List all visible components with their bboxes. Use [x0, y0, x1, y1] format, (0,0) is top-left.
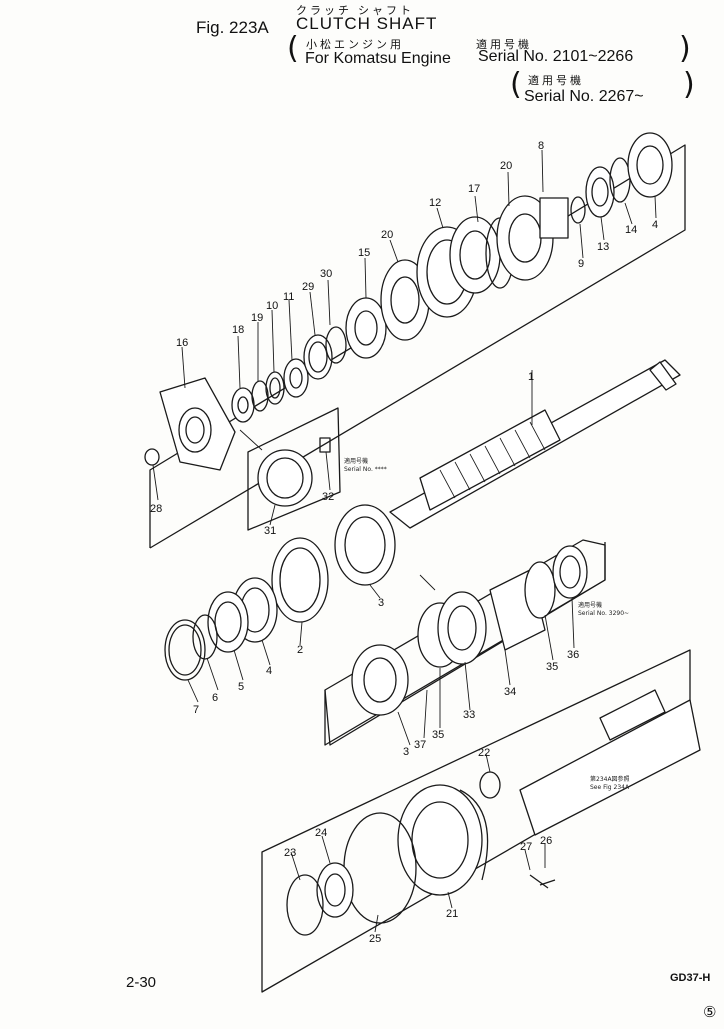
callout-label: 13: [597, 241, 609, 253]
page-number: 2-30: [126, 974, 157, 991]
callout-label: 20: [500, 160, 512, 172]
open-paren-icon: (: [510, 67, 522, 102]
callout-label: 3: [378, 597, 384, 609]
note-english: See Fig 234A: [590, 784, 630, 791]
model-code: GD37-H: [670, 972, 711, 984]
note-english: Serial No. ****: [344, 466, 387, 473]
serial-range-1: Serial No. 2101~2266: [478, 48, 634, 65]
title-japanese: クラッチ シャフト: [296, 5, 415, 17]
callout-label: 11: [283, 291, 294, 303]
callout-label: 28: [150, 503, 162, 515]
note-serial-b: 適用号機 Serial No. 3290~: [578, 602, 629, 618]
callout-label: 4: [266, 665, 272, 677]
inset-frame-upper: [149, 144, 686, 549]
callout-label: 29: [302, 281, 314, 293]
close-paren-icon: ): [679, 31, 691, 66]
applicable-japanese-2: 適用号機: [528, 75, 584, 87]
callout-label: 7: [193, 704, 199, 716]
callout-label: 12: [429, 197, 441, 209]
lower-shaft: [519, 699, 701, 836]
callout-label: 1: [528, 371, 534, 383]
close-paren-icon: ): [683, 67, 695, 102]
callout-label: 26: [540, 835, 552, 847]
callout-label: 20: [381, 229, 393, 241]
callout-label: 5: [238, 681, 244, 693]
callout-label: 22: [478, 747, 490, 759]
edition-mark: ⑤: [703, 1003, 717, 1021]
callout-label: 14: [625, 224, 637, 236]
callout-label: 27: [520, 841, 532, 853]
callout-label: 24: [315, 827, 327, 839]
engine-japanese: 小松エンジン用: [306, 39, 404, 51]
callout-label: 37: [414, 739, 426, 751]
note-serial-a: 適用号機 Serial No. ****: [344, 458, 387, 474]
callout-label: 15: [358, 247, 370, 259]
callout-label: 31: [264, 525, 276, 537]
engine-label: For Komatsu Engine: [305, 50, 451, 67]
callout-label: 21: [446, 908, 458, 920]
callout-label: 34: [504, 686, 516, 698]
callout-label: 17: [468, 183, 480, 195]
callout-label: 19: [251, 312, 263, 324]
callout-label: 9: [578, 258, 584, 270]
callout-label: 10: [266, 300, 278, 312]
callout-label: 6: [212, 692, 218, 704]
note-japanese: 適用号機: [344, 458, 369, 465]
callout-labels: 16 18 19 10 11 29 30 15 20 12 17 20 8 4 …: [150, 140, 658, 945]
callout-label: 36: [567, 649, 579, 661]
page-title: CLUTCH SHAFT: [296, 14, 438, 33]
callout-label: 35: [546, 661, 558, 673]
callout-label: 18: [232, 324, 244, 336]
callout-label: 33: [463, 709, 475, 721]
callout-label: 4: [652, 219, 658, 231]
detail-box-31: [247, 407, 341, 531]
note-english: Serial No. 3290~: [578, 610, 630, 617]
note-japanese: 適用号機: [578, 602, 603, 609]
callout-label: 32: [322, 491, 334, 503]
callout-label: 16: [176, 337, 188, 349]
callout-label: 35: [432, 729, 444, 741]
callout-label: 25: [369, 933, 381, 945]
serial-range-2: Serial No. 2267~: [524, 88, 644, 105]
figure-number: Fig. 223A: [196, 18, 269, 37]
callout-label: 30: [320, 268, 332, 280]
callout-label: 8: [538, 140, 544, 152]
note-japanese: 第234A図参照: [590, 776, 630, 783]
applicable-japanese-1: 適用号機: [476, 39, 532, 51]
open-paren-icon: (: [287, 31, 299, 66]
callout-label: 23: [284, 847, 296, 859]
note-see-figure: 第234A図参照 See Fig 234A: [590, 776, 630, 792]
callout-label: 3: [403, 746, 409, 758]
callout-label: 2: [297, 644, 303, 656]
